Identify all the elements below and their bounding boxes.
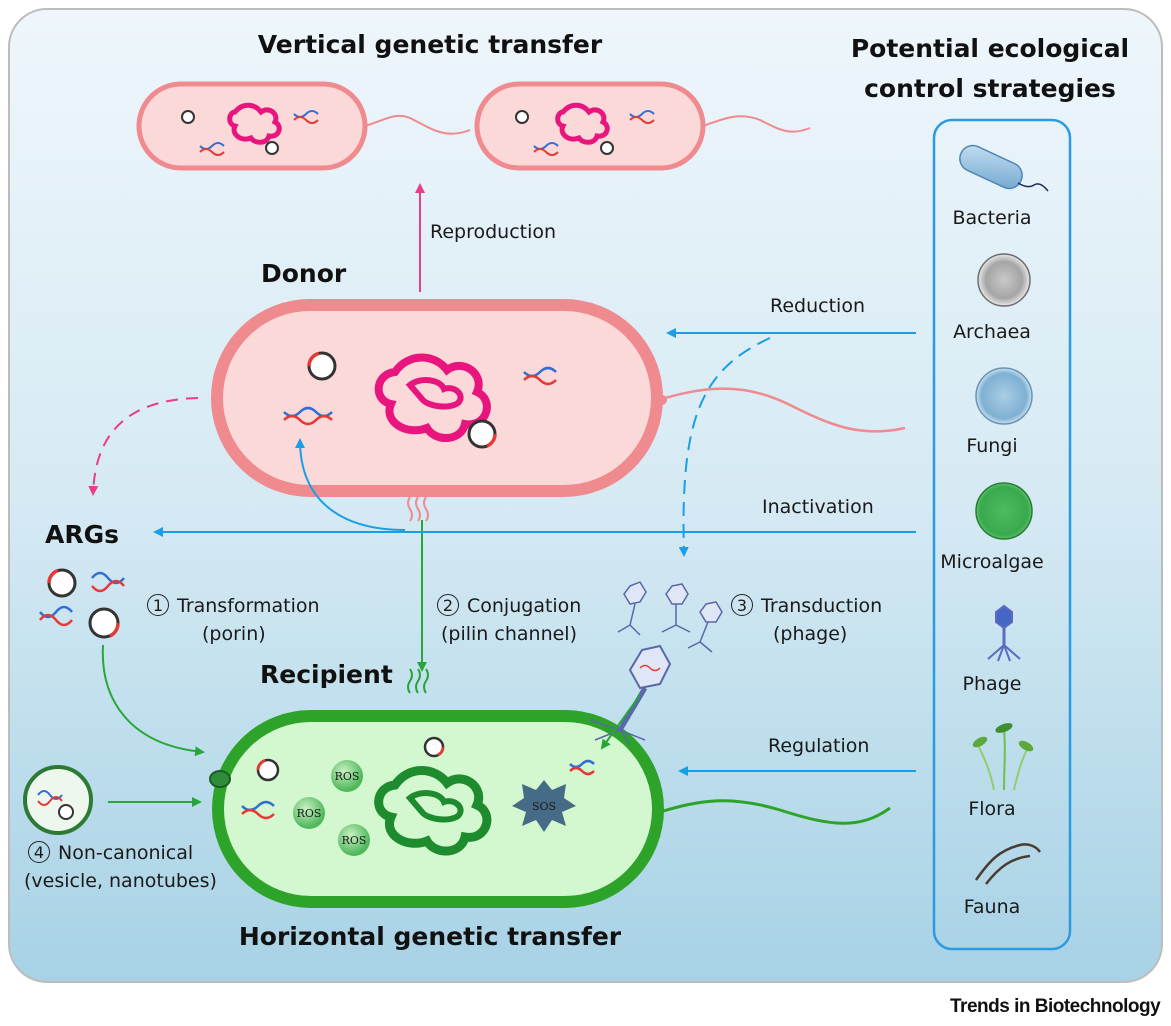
fungi-icon [975, 367, 1033, 425]
mechanism-transduction: 3 Transduction [731, 594, 882, 618]
inactivation-label: Inactivation [762, 496, 874, 518]
recipient-pilus [423, 668, 429, 694]
ros-label: ROS [342, 834, 367, 847]
mechanism-transformation-sub: (porin) [202, 623, 266, 645]
control-strategies-box [932, 118, 1072, 951]
mechanism-number: 1 [147, 594, 169, 616]
ros-bubble [338, 824, 370, 856]
phage-icon [987, 604, 1021, 662]
transduction-arrow [600, 694, 641, 750]
mechanism-number: 3 [731, 594, 753, 616]
daughter-cell-right [474, 81, 811, 171]
control-flora-label: Flora [968, 798, 1016, 820]
donor-cell [211, 299, 906, 497]
control-phage-label: Phage [962, 673, 1022, 695]
mechanism-conjugation-sub: (pilin channel) [441, 623, 577, 645]
mechanism-noncanonical-sub: (vesicle, nanotubes) [24, 870, 217, 892]
mechanism-conjugation: 2 Conjugation [437, 594, 581, 618]
ros-bubble [331, 760, 363, 792]
control-fungi-label: Fungi [966, 435, 1018, 457]
reproduction-label: Reproduction [430, 221, 557, 243]
donor-pilus [415, 496, 421, 522]
mechanism-number: 4 [28, 841, 50, 863]
floating-phage [687, 601, 723, 653]
journal-credit: Trends in Biotechnology [950, 996, 1161, 1017]
microalgae-icon [975, 482, 1033, 540]
mechanism-label: Transduction [761, 595, 883, 617]
ros-label: ROS [335, 770, 360, 783]
injecting-phage [589, 644, 672, 746]
sos-label: SOS [532, 800, 556, 813]
mechanism-transformation: 1 Transformation [147, 594, 320, 618]
transformation-arrow [101, 644, 205, 757]
controls-title-line1: Potential ecological [850, 34, 1130, 63]
donor-label: Donor [261, 259, 347, 288]
daughter-cell-left [136, 81, 471, 171]
mechanism-label: Conjugation [467, 595, 582, 617]
mechanism-label: Transformation [177, 595, 320, 617]
control-fauna-label: Fauna [963, 896, 1021, 918]
recipient-pilus [407, 668, 413, 694]
ros-label: ROS [297, 807, 322, 820]
reduction-label: Reduction [770, 295, 865, 317]
mechanism-number: 2 [437, 594, 459, 616]
horizontal-transfer-title: Horizontal genetic transfer [238, 922, 622, 951]
args-dashed-arrow [88, 397, 199, 496]
floating-phage [661, 583, 691, 633]
vesicle [23, 765, 93, 835]
recipient-cell: ROS ROS ROS SOS [209, 710, 891, 908]
recipient-pilus [415, 668, 421, 694]
donor-pilus [423, 496, 429, 522]
vertical-transfer-title: Vertical genetic transfer [257, 30, 603, 59]
sos-star [512, 780, 576, 832]
control-microalgae-label: Microalgae [940, 551, 1044, 573]
flora-icon [972, 723, 1034, 791]
mechanism-label: Non-canonical [58, 842, 194, 864]
donor-pilus [407, 496, 413, 522]
regulation-label: Regulation [768, 735, 870, 757]
recipient-label: Recipient [260, 660, 393, 689]
args-label: ARGs [45, 520, 119, 549]
controls-title-line2: control strategies [864, 74, 1116, 103]
args-cluster [39, 568, 125, 639]
mechanism-transduction-sub: (phage) [773, 623, 848, 645]
archaea-icon [977, 253, 1031, 307]
ros-bubble [293, 797, 325, 829]
mechanism-noncanonical: 4 Non-canonical [28, 841, 193, 865]
control-archaea-label: Archaea [953, 321, 1031, 343]
fauna-icon [974, 843, 1042, 885]
control-bacteria-label: Bacteria [952, 207, 1032, 229]
bacteria-icon [959, 144, 1049, 192]
reduction-dashed-arrow [678, 337, 771, 557]
floating-phage [617, 581, 647, 636]
return-arrow [295, 438, 406, 531]
